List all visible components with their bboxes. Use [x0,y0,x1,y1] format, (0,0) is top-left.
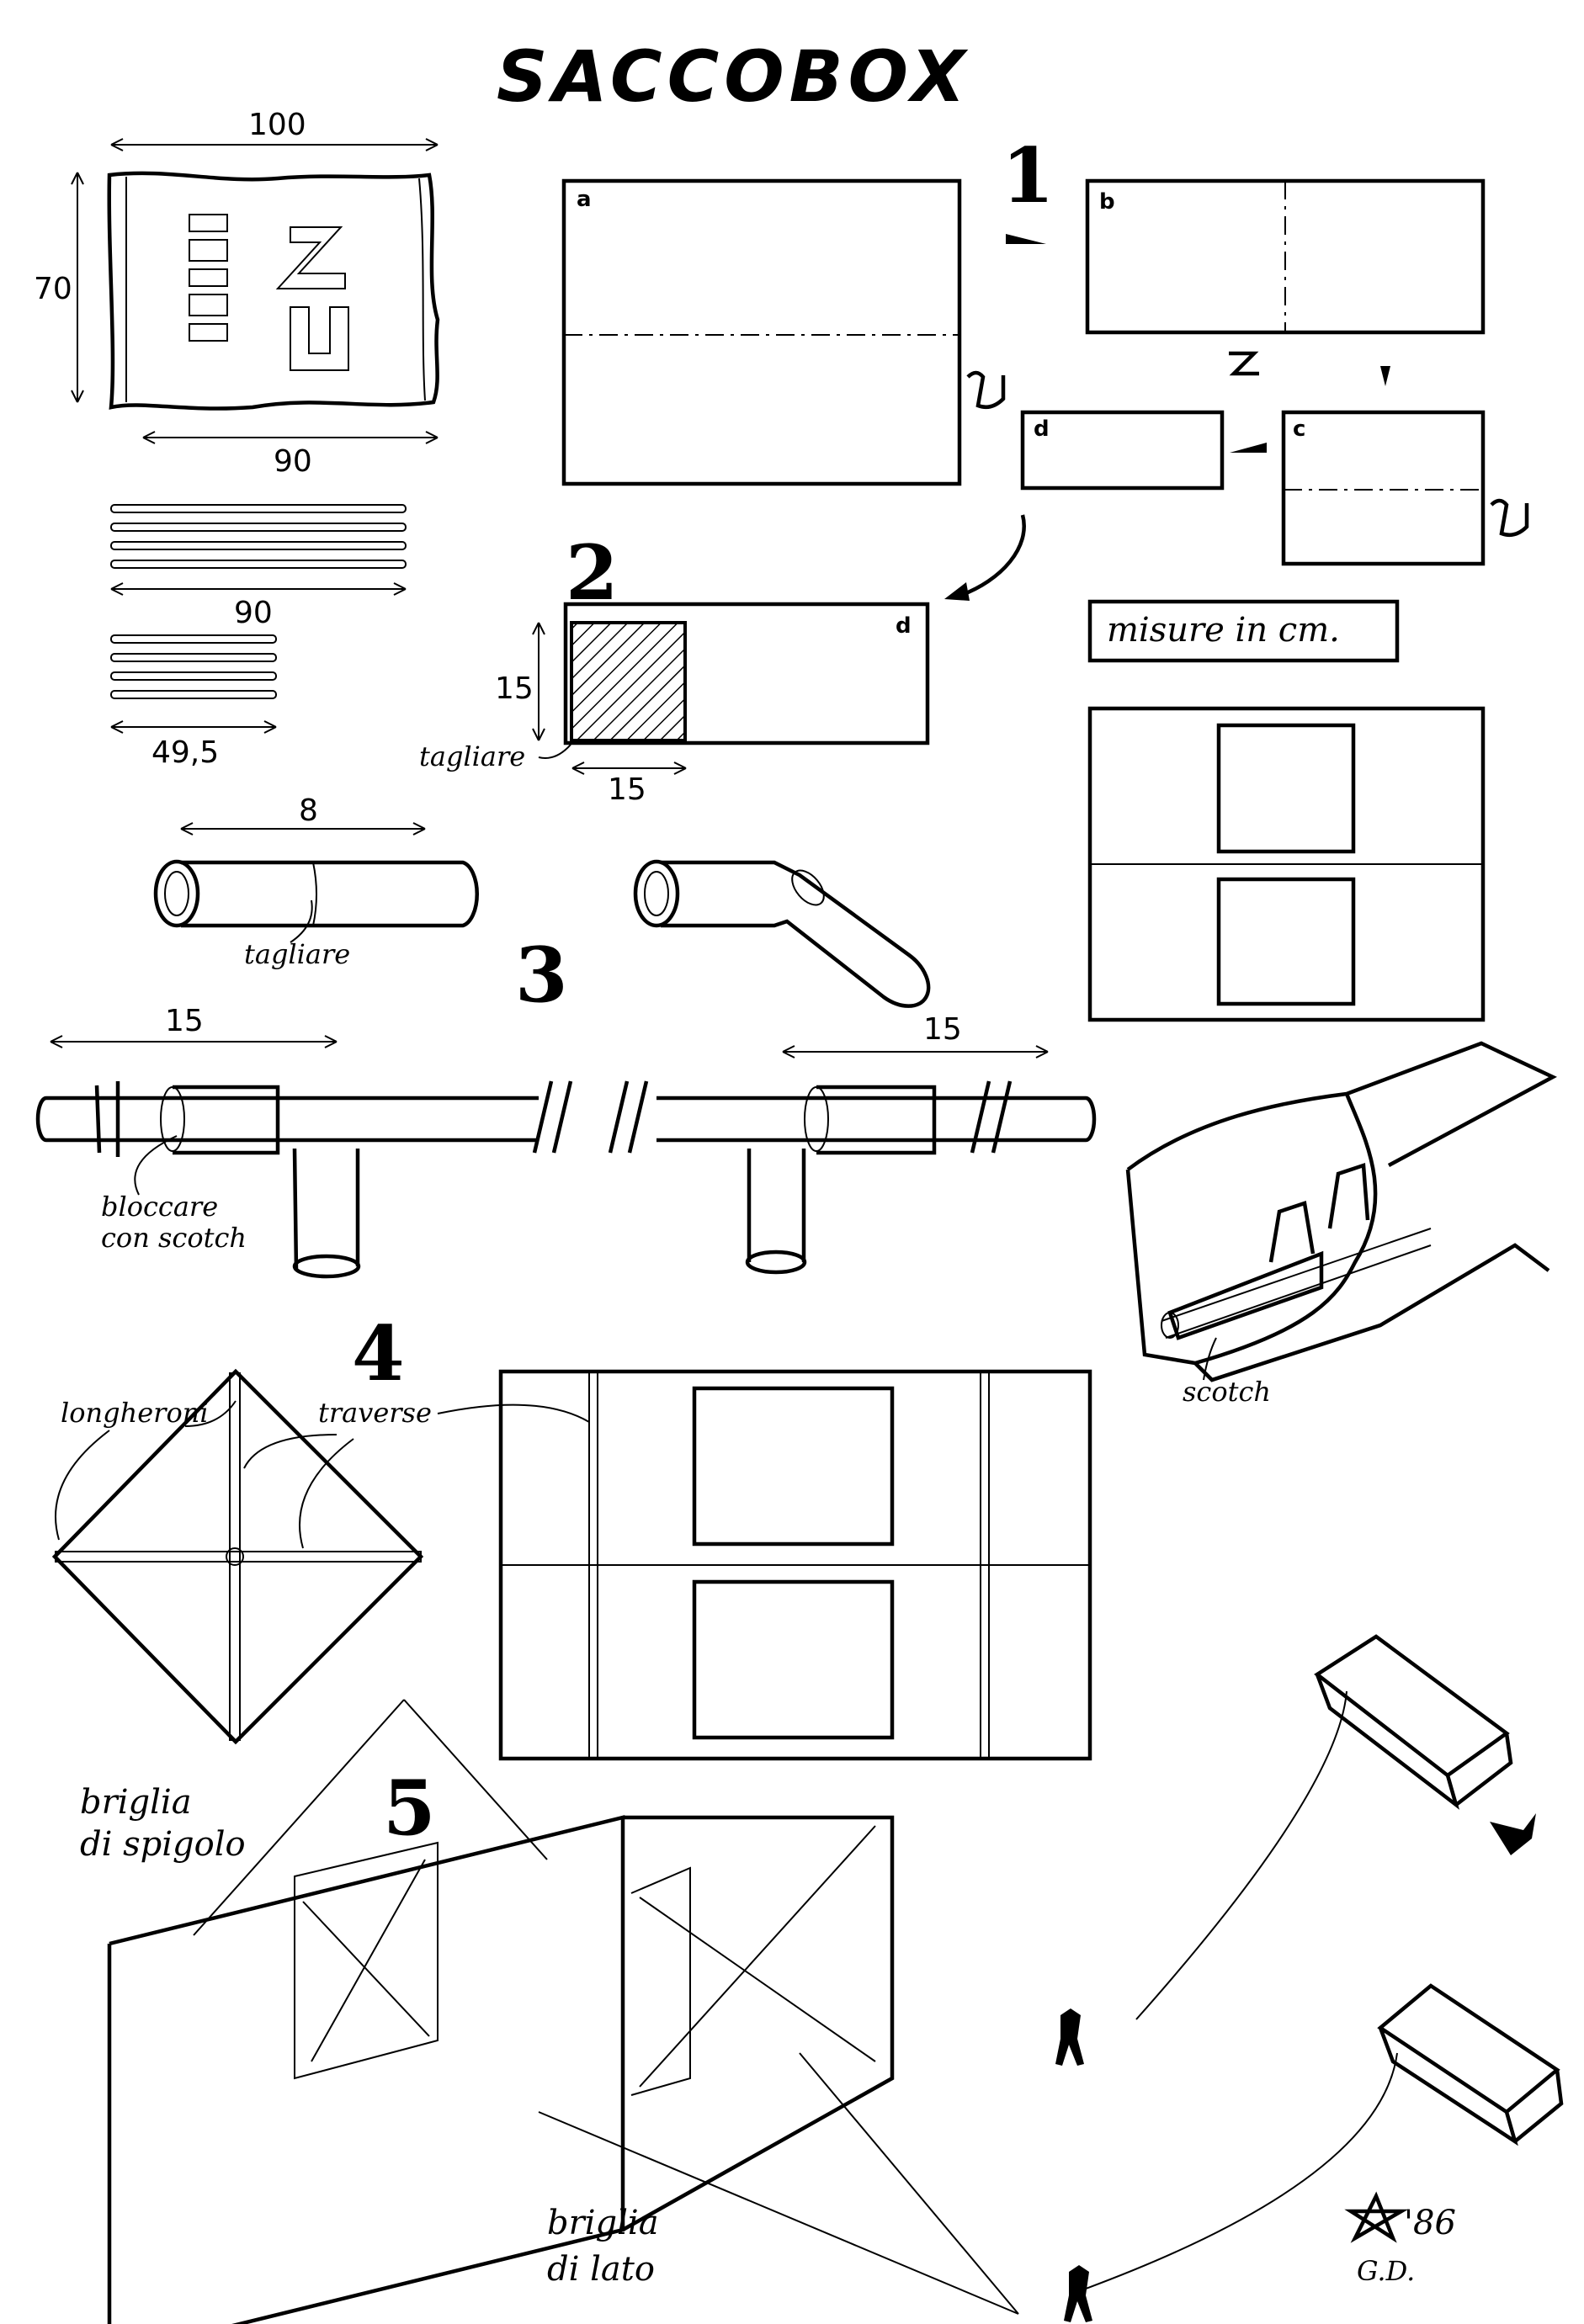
arrow-a-to-b [1006,234,1046,244]
joint-right: 15 [656,1012,1097,1275]
joint-left: 15 bloccare con scotch [35,1004,539,1279]
tube-cut-drawing: 8 tagliare [153,793,479,970]
fold-panel-b: b [1085,178,1486,386]
page-title: SACCOBOX [497,35,970,118]
sail-panel [1087,706,1486,1022]
spacing-right: 15 [923,1012,962,1047]
lock-note-2: con scotch [101,1222,247,1254]
tube-bent-drawing [633,859,931,1008]
panel-c-letter: c [1293,417,1305,442]
signature-initials: G.D. [1357,2255,1415,2287]
cut-width: 15 [608,772,646,807]
cut-height: 15 [495,671,534,706]
edge-bridle-label-1: briglia [80,1783,192,1822]
side-bridle-label-2: di lato [547,2250,655,2289]
step-5-number: 5 [383,1764,436,1853]
units-note-text: misure in cm. [1107,611,1340,650]
step-3-number: 3 [515,931,568,1020]
tube-length: 8 [299,793,318,828]
units-note: misure in cm. [1087,599,1400,663]
sail-sleeve-inset: scotch [1125,1041,1557,1408]
spacing-left: 15 [165,1004,204,1038]
spars-label: longheroni [61,1397,209,1429]
step-1-number: 1 [1002,131,1055,220]
break-marks [532,1080,649,1154]
author-signature: '86 G.D. [1344,2191,1456,2287]
sail-with-spars [437,1369,1092,1761]
sticks: 90 49,5 [110,504,407,770]
panel-b-letter: b [1099,189,1115,215]
panel-d-letter: d [1034,417,1050,442]
tube-cut-note: tagliare [244,938,350,970]
step-4-number: 4 [352,1309,405,1398]
arrow-c-to-d [1230,443,1267,453]
bag-width-top: 100 [248,108,306,142]
fold-panel-d: d [1020,410,1225,491]
signature-year: '86 [1404,2204,1456,2242]
fold-panel-a: a [561,178,1006,486]
panel-a-letter: a [577,187,592,212]
edge-bridle-label-2: di spigolo [80,1825,246,1864]
side-bridle-label-1: briglia [547,2204,659,2242]
arrow-d-to-step2 [959,514,1026,598]
cross-frame-diagram: longheroni traverse [51,1368,432,1745]
cut-note: tagliare [419,740,525,772]
cut-panel-d: d 15 15 tagliare [419,602,930,807]
bag-width-bottom: 90 [274,444,312,479]
box-kite-bridles: briglia di spigolo briglia di lato [80,1699,1019,2324]
cut-panel-letter: d [896,613,912,639]
short-sticks-length: 49,5 [151,735,219,770]
lock-note-1: bloccare [101,1191,218,1223]
bag-drawing: 100 70 90 [34,108,440,479]
scotch-note: scotch [1183,1376,1271,1408]
bag-height: 70 [34,272,72,306]
crossbars-label: traverse [318,1397,432,1429]
long-sticks-length: 90 [234,596,273,630]
fold-panel-c: c [1281,410,1529,566]
bag-print-letters [189,214,349,371]
flying-kites-scene [1055,1634,1564,2322]
